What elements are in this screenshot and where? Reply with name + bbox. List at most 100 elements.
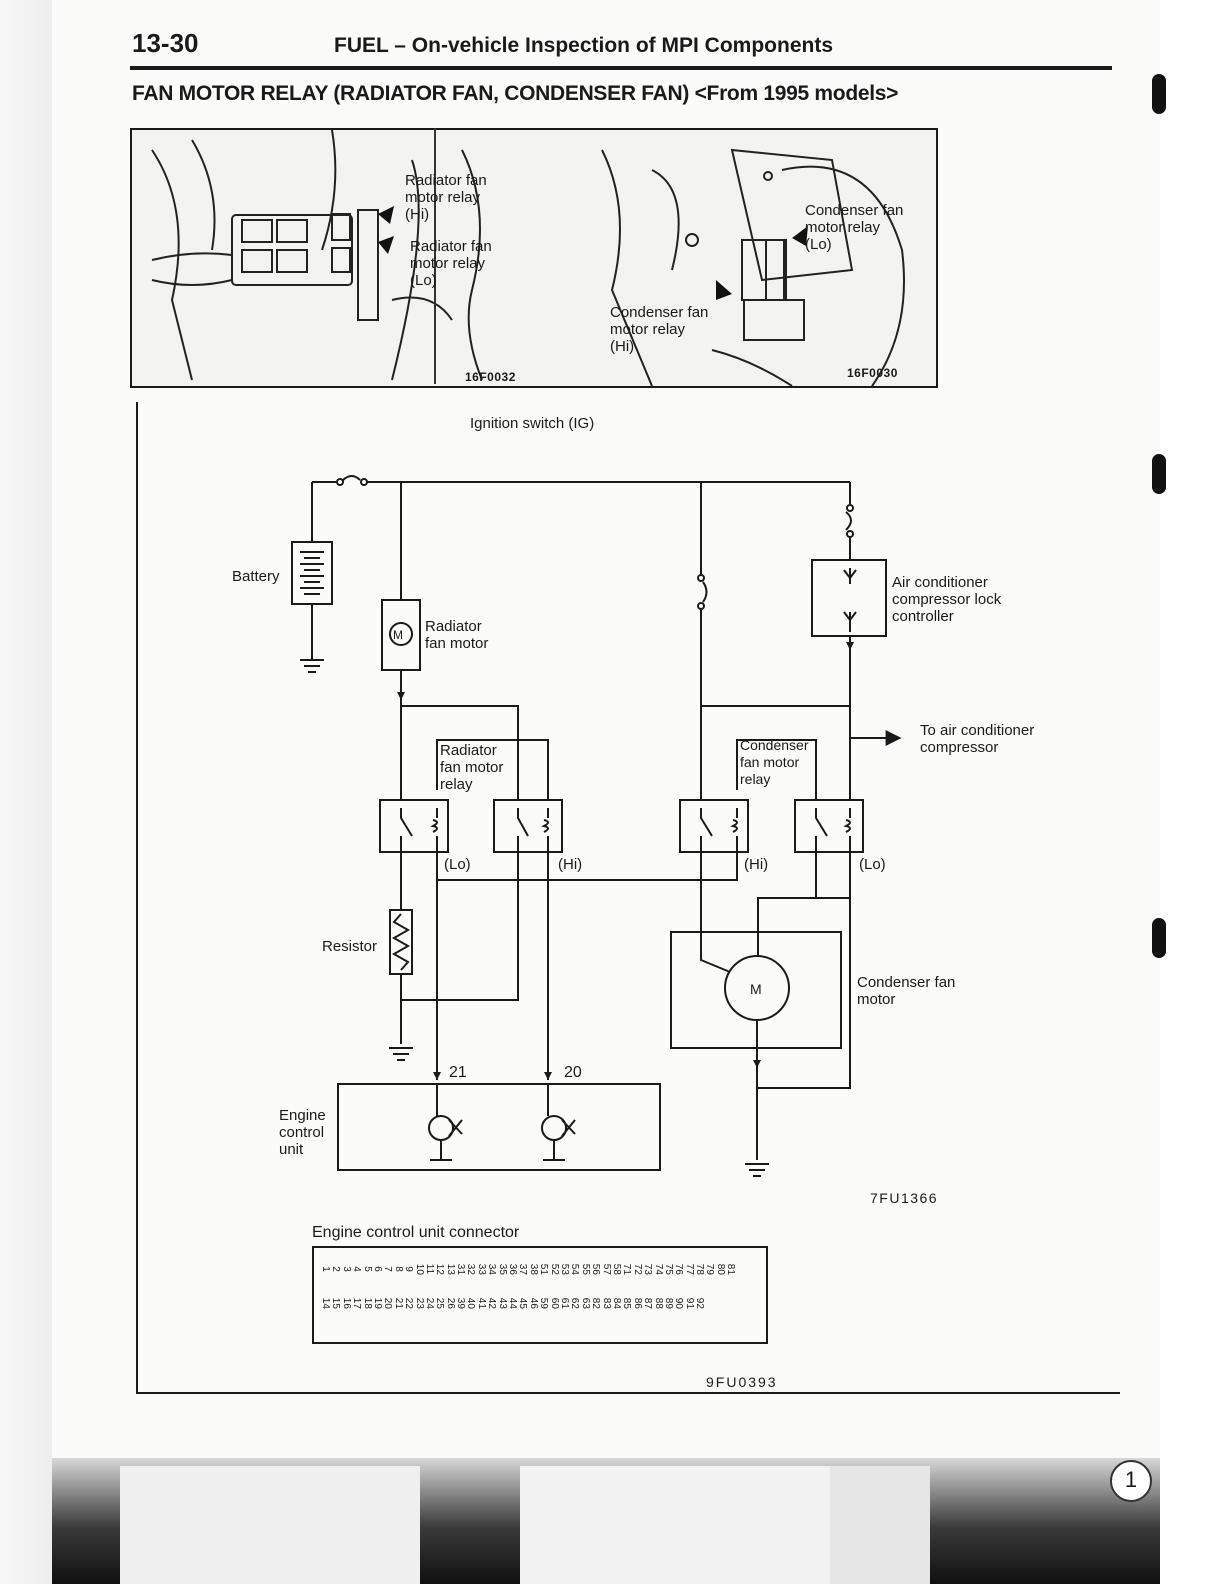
connector-pin: 10 [413,1263,425,1275]
connector-pin: 53 [559,1263,571,1275]
connector-pin: 78 [694,1263,706,1275]
connector-pin: 23 [413,1297,425,1309]
connector-pin: 3 [340,1266,352,1272]
connector-pin: 14 [320,1297,332,1309]
connector-pin: 26 [444,1297,456,1309]
condenser-relay-lo [794,799,864,853]
connector-pin: 92 [694,1297,706,1309]
section-title: FUEL – On-vehicle Inspection of MPI Comp… [334,34,833,57]
diagram-frame-bottom [136,1392,1120,1394]
photo-right-code: 16F0030 [847,366,898,380]
connector-pin: 81 [725,1263,737,1275]
relay-location-photos [130,128,938,388]
connector-pin: 43 [496,1297,508,1309]
connector-pin: 8 [392,1266,404,1272]
page-heading: FAN MOTOR RELAY (RADIATOR FAN, CONDENSER… [132,82,899,105]
schematic-code: 7FU1366 [870,1190,939,1206]
connector-pin: 62 [569,1297,581,1309]
connector-pin: 88 [652,1297,664,1309]
connector-pin: 37 [517,1263,529,1275]
connector-pin: 9 [403,1266,415,1272]
connector-pin: 16 [340,1297,352,1309]
terminal-21-label: 21 [449,1064,467,1081]
radiator-relay-hi [493,799,563,853]
radiator-relay-label: Radiator fan motor relay [440,742,504,793]
connector-pin: 41 [476,1297,488,1309]
condenser-relay-hi-label: Condenser fan motor relay (Hi) [610,304,709,355]
scan-right-edge [1160,0,1224,1584]
radiator-motor-m: M [393,628,403,642]
connector-pin: 71 [621,1263,633,1275]
connector-pin: 42 [486,1297,498,1309]
condenser-relay-lo-label: Condenser fan motor relay (Lo) [805,202,904,253]
connector-pin: 18 [361,1297,373,1309]
binder-tab [1152,74,1166,114]
connector-pin: 21 [392,1297,404,1309]
connector-pin: 54 [569,1263,581,1275]
connector-pin: 90 [673,1297,685,1309]
battery-label: Battery [232,568,280,585]
connector-pin: 72 [631,1263,643,1275]
connector-pin: 32 [465,1263,477,1275]
connector-pin: 59 [538,1297,550,1309]
terminal-20-label: 20 [564,1064,582,1081]
to-ac-compressor-label: To air conditioner compressor [920,722,1035,756]
connector-pin: 73 [642,1263,654,1275]
condenser-motor-m: M [750,981,762,997]
scan-bottom-paper [120,1466,420,1584]
connector-pin: 85 [621,1297,633,1309]
connector-pin: 39 [455,1297,467,1309]
connector-pin: 51 [538,1263,550,1275]
connector-pin: 7 [382,1266,394,1272]
connector-pin: 35 [496,1263,508,1275]
condenser-ground [745,1163,769,1177]
connector-pin: 46 [528,1297,540,1309]
connector-pin: 61 [559,1297,571,1309]
ecu-label: Engine control unit [279,1107,326,1158]
connector-pin: 12 [434,1263,446,1275]
connector-pin: 19 [372,1297,384,1309]
connector-pin: 77 [683,1263,695,1275]
connector-pin: 6 [372,1266,384,1272]
connector-pin: 58 [611,1263,623,1275]
page-number: 13-30 [132,28,199,58]
binder-tab [1152,454,1166,494]
margin-mark: 1 [1110,1460,1152,1502]
connector-pin: 25 [434,1297,446,1309]
connector-pin: 20 [382,1297,394,1309]
binder-tab [1152,918,1166,958]
connector-pin: 74 [652,1263,664,1275]
scan-left-edge [0,0,52,1584]
condenser-fan-motor-label: Condenser fan motor [857,974,956,1008]
connector-pin: 52 [548,1263,560,1275]
resistor-label: Resistor [322,938,378,955]
connector-pin: 83 [600,1297,612,1309]
connector-pin: 15 [330,1297,342,1309]
connector-pin: 63 [579,1297,591,1309]
photo-left-code: 16F0032 [465,370,516,384]
ac-lock-controller-label: Air conditioner compressor lock controll… [892,574,1002,625]
fuse-contact [336,478,344,486]
diagram-frame-left [136,402,138,1394]
connector-pin: 86 [631,1297,643,1309]
radiator-relay-lo-label: Radiator fan motor relay (Lo) [410,238,492,289]
condenser-relay-hi [679,799,749,853]
radiator-fan-motor-label: Radiator fan motor [425,618,489,652]
radiator-relay-hi-label: Radiator fan motor relay (Hi) [405,172,487,223]
connector-code: 9FU0393 [706,1374,778,1390]
connector-title: Engine control unit connector [312,1224,520,1241]
scan-bottom-paper [520,1466,830,1584]
connector-pin: 75 [663,1263,675,1275]
connector-pin: 82 [590,1297,602,1309]
connector-pin: 89 [663,1297,675,1309]
connector-pin: 13 [444,1263,456,1275]
header-rule [130,66,1112,70]
connector-pin: 4 [351,1266,363,1272]
photo-divider [434,128,436,384]
connector-pin: 5 [361,1266,373,1272]
connector-pin: 2 [330,1266,342,1272]
